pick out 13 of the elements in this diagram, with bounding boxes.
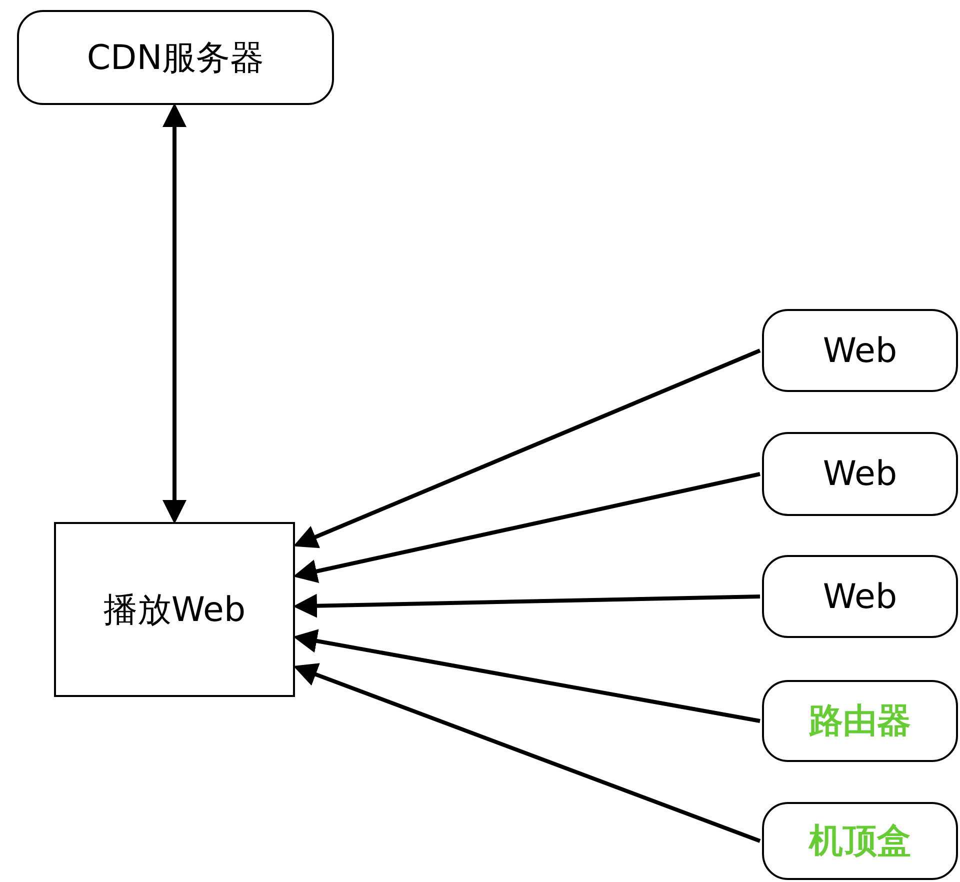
player-box: 播放Web (54, 522, 295, 697)
arrow (162, 103, 186, 524)
device-box: Web (762, 309, 958, 392)
device-box: Web (762, 432, 958, 516)
arrow (293, 629, 760, 723)
arrow (293, 594, 760, 618)
arrow (293, 663, 761, 843)
arrow (293, 348, 761, 548)
device-box: Web (762, 555, 958, 638)
device-box: 路由器 (762, 680, 958, 762)
arrow (293, 472, 760, 584)
server-box: CDN服务器 (17, 10, 334, 105)
device-box: 机顶盒 (762, 802, 958, 880)
